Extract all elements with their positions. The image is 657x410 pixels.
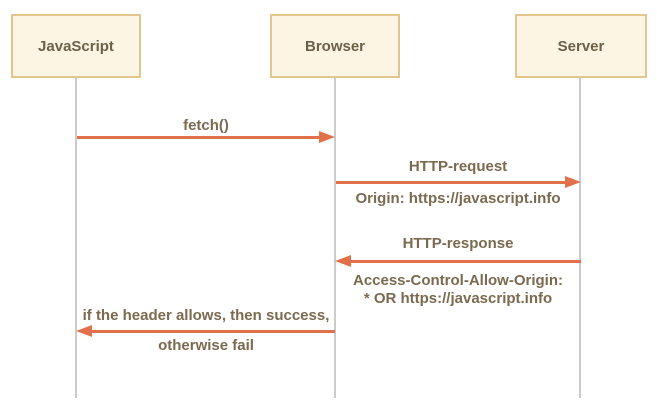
message-arrow-http-request [336, 181, 566, 184]
actor-box-browser: Browser [270, 14, 400, 78]
message-label-success-line1: if the header allows, then success, [82, 307, 330, 324]
actor-box-server: Server [515, 14, 647, 78]
lifeline-javascript [75, 78, 77, 398]
arrowhead-right-icon [319, 131, 335, 143]
message-label-fetch: fetch() [183, 117, 229, 134]
message-arrow-fetch [77, 136, 320, 139]
arrowhead-left-icon [335, 255, 351, 267]
message-arrow-result [91, 330, 335, 333]
message-label-http-response: HTTP-response [402, 235, 514, 252]
actor-label-javascript: JavaScript [38, 37, 114, 55]
message-label-http-request: HTTP-request [408, 158, 508, 175]
message-label-success-line2: otherwise fail [158, 337, 254, 354]
lifeline-server [579, 78, 581, 398]
actor-label-server: Server [557, 37, 605, 55]
message-detail-acao-header: Access-Control-Allow-Origin: * OR https:… [352, 272, 563, 307]
actor-label-browser: Browser [304, 37, 366, 55]
message-arrow-http-response [350, 260, 581, 263]
lifeline-browser [334, 78, 336, 398]
message-detail-origin-header: Origin: https://javascript.info [355, 190, 561, 207]
arrowhead-left-icon [76, 325, 92, 337]
arrowhead-right-icon [565, 176, 581, 188]
actor-box-javascript: JavaScript [11, 14, 141, 78]
